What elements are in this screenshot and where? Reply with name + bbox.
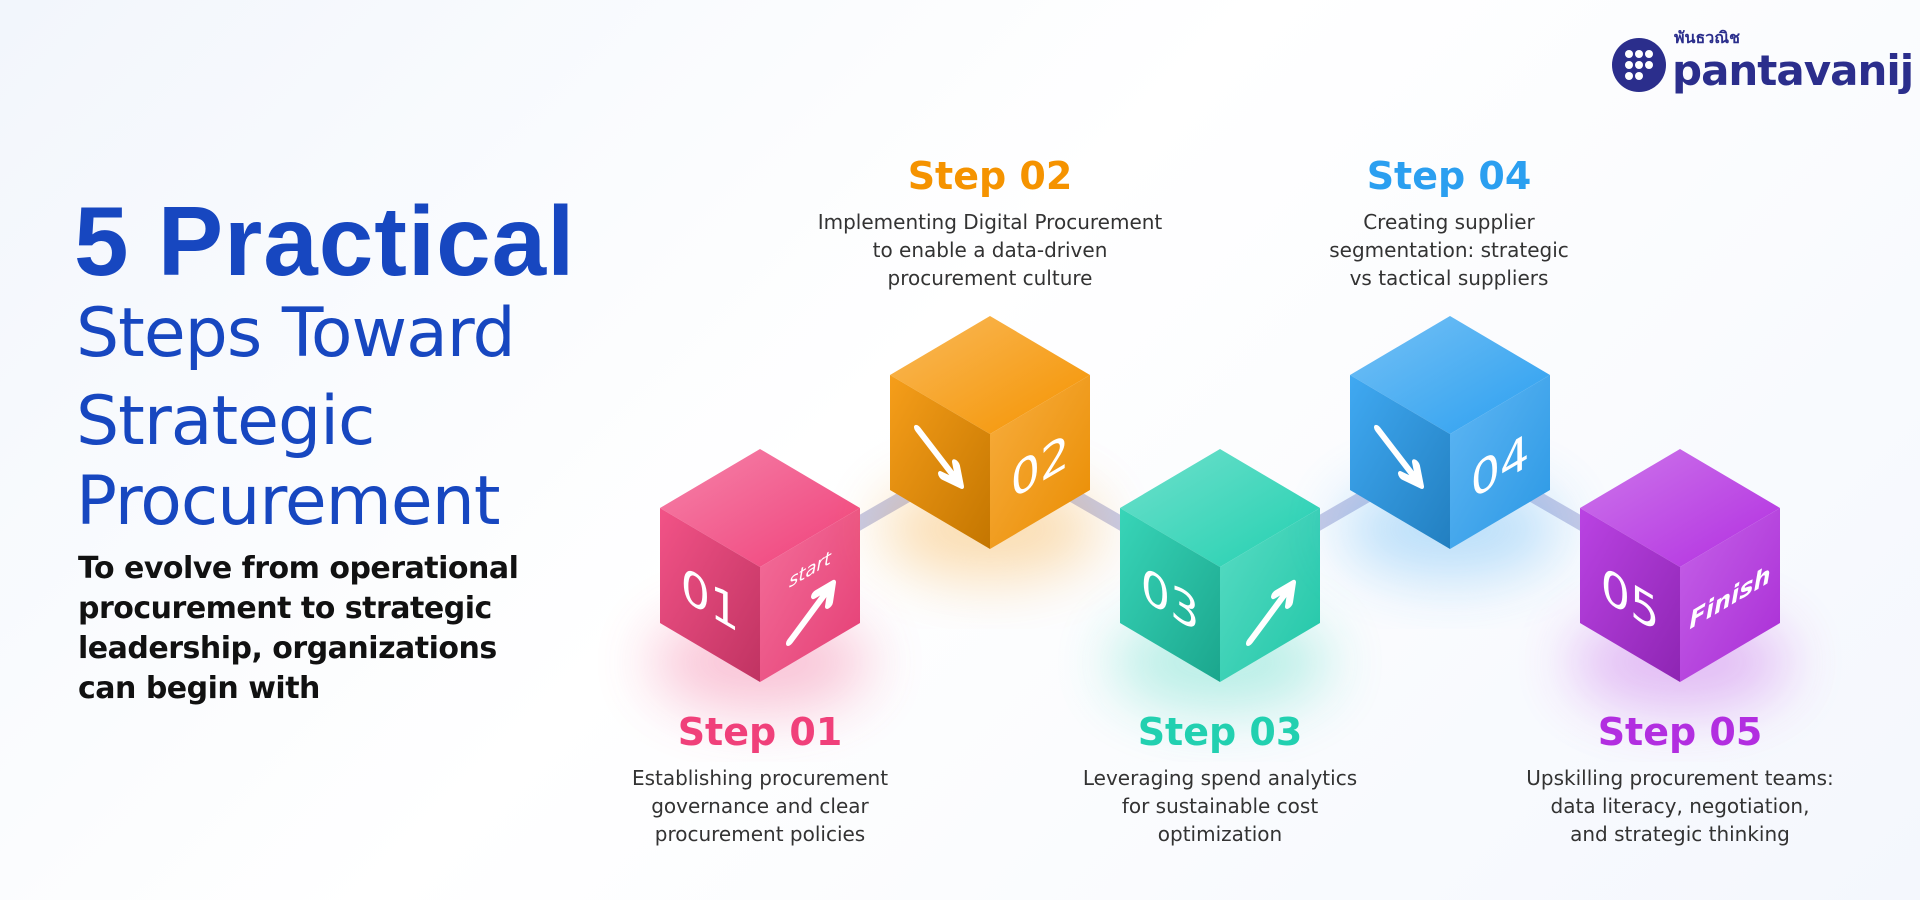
- arrow-icon: [1246, 579, 1296, 646]
- heading-line2: Steps Toward: [76, 294, 516, 373]
- cube-left-face: [1580, 508, 1680, 682]
- arrow-icon: [1374, 424, 1424, 489]
- cube-right-face: [990, 375, 1090, 549]
- step-cube-02: 02: [880, 316, 1100, 579]
- step-02-text: Step 02 Implementing Digital Procurement…: [780, 154, 1200, 292]
- heading-line3: Strategic: [76, 382, 375, 461]
- heading-line1: 5 Practical: [74, 186, 576, 296]
- logo-name: pantavanij: [1672, 46, 1914, 95]
- cube-right-face: [1680, 508, 1780, 682]
- step-title: Step 01: [677, 710, 843, 754]
- step-title: Step 03: [1137, 710, 1303, 754]
- cube-left-face: [660, 508, 760, 682]
- cube-left-face: [1120, 508, 1220, 682]
- heading-line4: Procurement: [76, 462, 500, 541]
- logo-dots-icon: [1612, 38, 1666, 92]
- brand-logo: พันธวณิช pantavanij: [1612, 28, 1914, 100]
- step-05-text: Step 05 Upskilling procurement teams:dat…: [1470, 710, 1890, 848]
- subtitle-line: procurement to strategic: [78, 591, 492, 626]
- step-desc: Upskilling procurement teams:data litera…: [1526, 765, 1834, 846]
- step-title: Step 05: [1597, 710, 1763, 754]
- step-title: Step 04: [1366, 154, 1532, 198]
- step-cube-04: 04: [1340, 316, 1560, 579]
- step-title: Step 02: [907, 154, 1073, 198]
- arrow-icon: [914, 424, 964, 489]
- subtitle-line: To evolve from operational: [78, 551, 519, 586]
- subtitle-line: can begin with: [78, 671, 320, 706]
- cube-right-face: [1220, 508, 1320, 682]
- subtitle-line: leadership, organizations: [78, 631, 497, 666]
- logo-thai-name: พันธวณิช: [1674, 28, 1740, 47]
- arrow-icon: [786, 579, 836, 646]
- step-cube-03: 03: [1110, 449, 1330, 712]
- cube-right-face: [760, 508, 860, 682]
- cube-right-face: [1450, 375, 1550, 549]
